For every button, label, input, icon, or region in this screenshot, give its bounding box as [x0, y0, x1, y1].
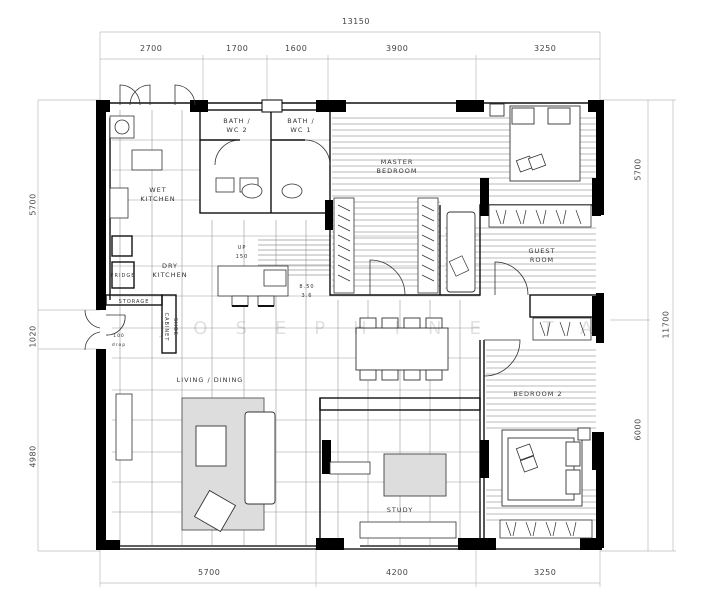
label-living: LIVING / DINING [176, 376, 244, 384]
label-master: MASTER BEDROOM [376, 158, 418, 175]
label-bedroom2: BEDROOM 2 [513, 390, 563, 398]
dim-top-2: 1700 [226, 44, 249, 53]
timber-floor-bedroom2 [486, 349, 596, 521]
dim-top-1: 2700 [140, 44, 163, 53]
study-cabinet [359, 521, 457, 539]
label-wet-kitchen: WET KITCHEN [140, 186, 176, 203]
wardrobes [333, 197, 593, 539]
label-storage: STORAGE [118, 299, 150, 305]
sofa-living [244, 411, 276, 505]
kitchen-fixtures [109, 115, 303, 307]
watermark: JOSEPHINE TA [160, 318, 621, 339]
sofa-guest [446, 211, 476, 293]
dim-top-3: 1600 [285, 44, 308, 53]
label-bath1: BATH / WC 1 [287, 117, 315, 134]
study-rug [383, 453, 447, 497]
dim-top-5: 3250 [534, 44, 557, 53]
coffee-table [195, 425, 227, 467]
label-shoe-cabinet: SHOE CABINET [163, 312, 178, 342]
study-desk [329, 461, 371, 475]
label-fridge: FRIDGE [110, 273, 136, 279]
dim-bottom-1: 5700 [198, 568, 221, 577]
label-guest: GUEST ROOM [528, 247, 556, 264]
label-bath2: BATH / WC 2 [223, 117, 251, 134]
dim-top-4: 3900 [386, 44, 409, 53]
annotation-level: 8.50 3.6 [299, 284, 315, 299]
exterior-walls [96, 99, 604, 550]
hanger-marks [337, 204, 586, 537]
dimension-lines [37, 31, 676, 587]
armchair [193, 489, 237, 533]
dim-bottom-2: 4200 [386, 568, 409, 577]
annotation-up-step: UP 150 [235, 245, 249, 260]
label-dry-kitchen: DRY KITCHEN [152, 262, 188, 279]
tv-console [115, 393, 133, 461]
dim-bottom-3: 3250 [534, 568, 557, 577]
doors [84, 84, 529, 377]
label-study: STUDY [386, 506, 414, 514]
annotation-drop: 100 drop [111, 334, 127, 348]
dim-top-total: 13150 [342, 17, 370, 26]
dining-table [355, 317, 449, 381]
